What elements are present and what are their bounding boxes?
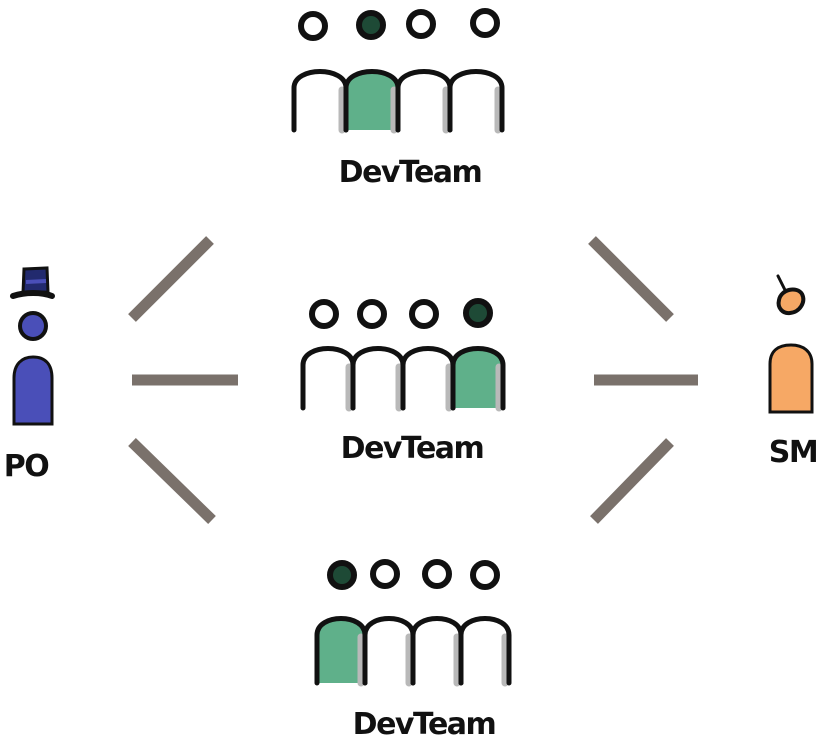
dev-team-bottom — [314, 559, 512, 687]
team-member-head-highlighted — [463, 298, 493, 328]
team-member-body — [395, 69, 453, 133]
team-member-head-highlighted — [356, 10, 386, 40]
team-member-body-highlighted — [346, 71, 398, 130]
team-member-head — [357, 299, 387, 329]
team-member-head — [409, 299, 439, 329]
dev-team-middle — [300, 298, 506, 412]
dev-team-top-label: DevTeam — [339, 155, 482, 190]
team-member-head — [470, 8, 500, 38]
team-member-body — [458, 616, 512, 686]
dev-team-middle-label: DevTeam — [341, 431, 484, 466]
product-owner-figure: PO — [4, 266, 55, 484]
po-body — [12, 355, 54, 426]
sm-label: SM — [769, 435, 817, 470]
connector-po-top — [128, 236, 214, 322]
team-member-head — [406, 9, 436, 39]
team-member-head — [370, 559, 400, 589]
team-member-body-highlighted — [453, 348, 503, 408]
whistle-icon — [776, 274, 806, 316]
team-member-head — [309, 299, 339, 329]
team-member-head — [470, 560, 500, 590]
sm-body — [768, 343, 814, 414]
po-connectors — [128, 236, 238, 524]
team-member-head-highlighted — [327, 560, 357, 590]
team-member-head — [298, 11, 328, 41]
scrum-master-figure: SM — [768, 274, 817, 470]
dev-team-bottom-label: DevTeam — [353, 707, 496, 742]
team-member-body — [450, 346, 506, 411]
team-member-body — [447, 69, 505, 133]
dev-team-top — [291, 8, 505, 134]
connector-sm-bottom — [590, 438, 674, 524]
team-member-head — [422, 559, 452, 589]
po-head — [18, 311, 48, 341]
connector-sm-top — [588, 236, 674, 322]
po-label: PO — [4, 449, 49, 484]
team-member-body — [291, 69, 349, 133]
sm-connectors — [588, 236, 698, 524]
connector-po-bottom — [128, 438, 216, 524]
team-member-body-highlighted — [317, 618, 365, 683]
top-hat-icon — [10, 266, 55, 299]
